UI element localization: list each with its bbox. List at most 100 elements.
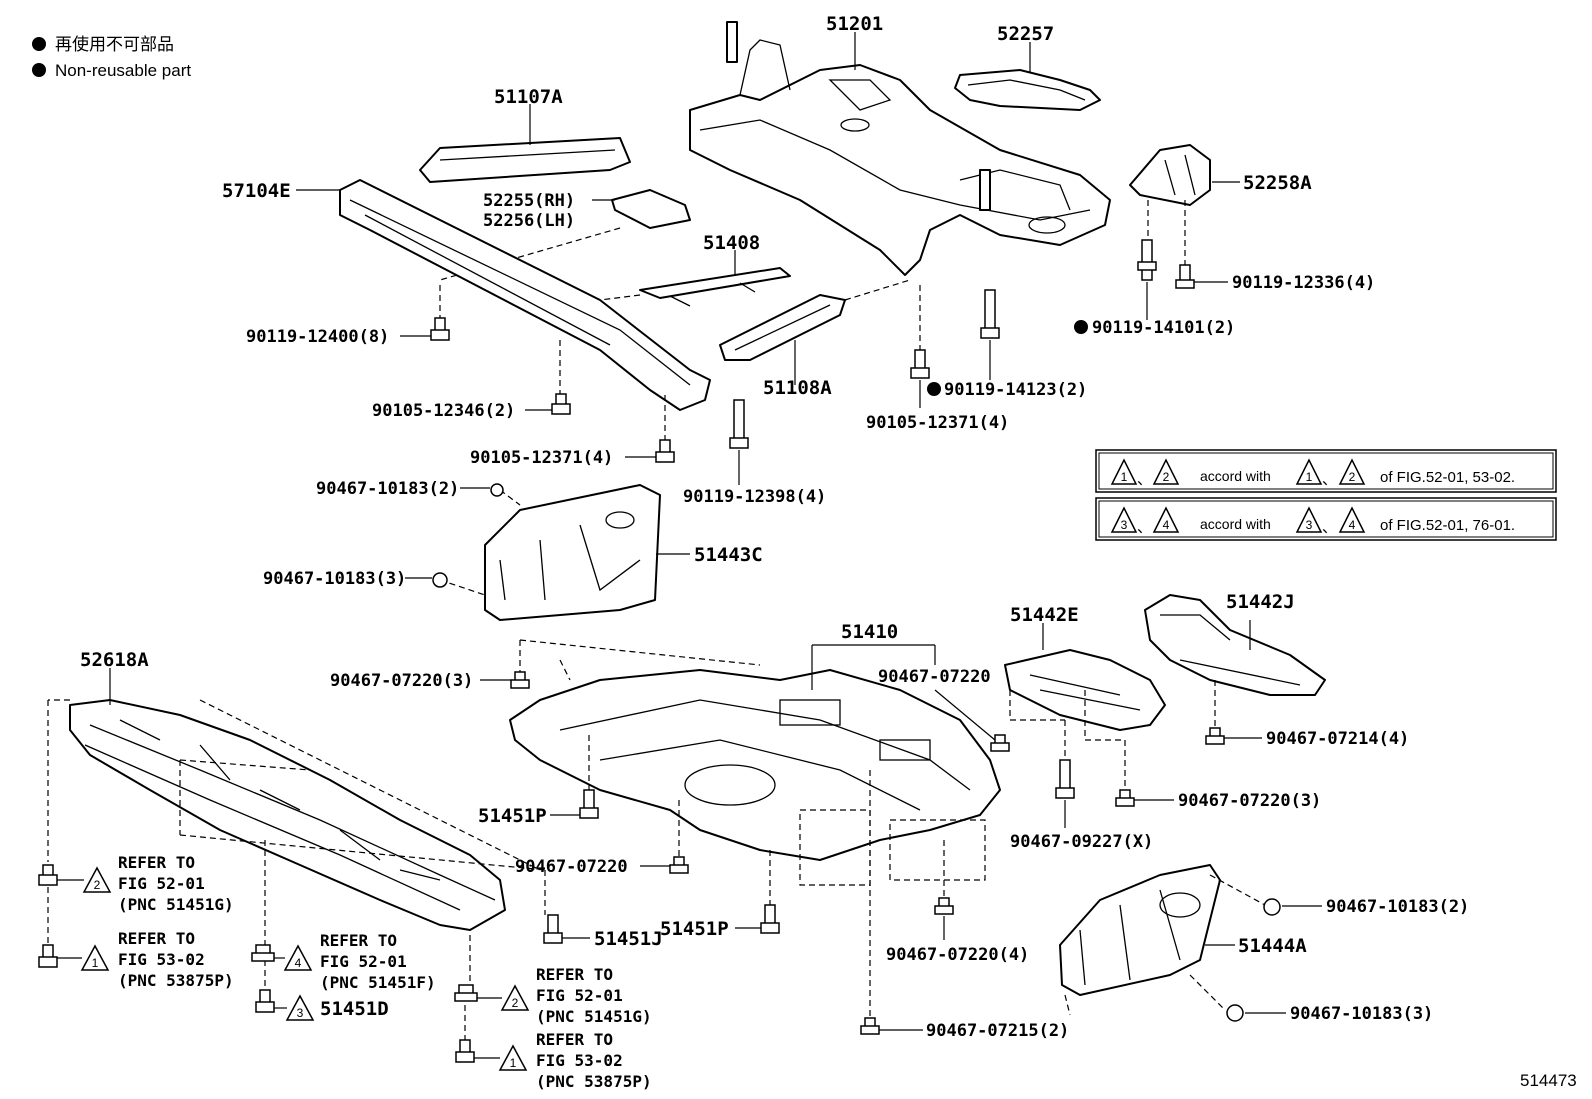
non-reusable-dot-icon: [927, 382, 941, 396]
svg-text:1: 1: [1121, 470, 1128, 484]
part-51410-drawing: [509, 669, 1001, 861]
label-90119-12400: 90119-12400(8): [246, 327, 389, 347]
non-reusable-dot-icon: [32, 63, 46, 77]
label-51107A: 51107A: [494, 86, 563, 108]
ref-3-line-2: FIG 52-01: [320, 952, 407, 971]
part-52257-drawing: [954, 69, 1101, 111]
ref-3-line-3: (PNC 51451F): [320, 973, 436, 992]
label-90467-07220-3a: 90467-07220(3): [330, 671, 473, 691]
non-reusable-dot-icon: [32, 37, 46, 51]
svg-text:1: 1: [510, 1056, 517, 1070]
label-90467-10183-d: 90467-10183(2): [1326, 897, 1469, 917]
clip-90467-07220-b-icon: [990, 734, 1010, 752]
part-51443C-drawing: [484, 484, 661, 621]
triangle-3-icon: [285, 994, 315, 1021]
ref-4-line-3: (PNC 51451G): [536, 1007, 652, 1026]
svg-text:1: 1: [92, 956, 99, 970]
label-51442E: 51442E: [1010, 604, 1079, 626]
ref-4-line-2: FIG 52-01: [536, 986, 623, 1005]
label-51451D: 51451D: [320, 998, 389, 1020]
clip-90467-07220-e-icon: [1115, 789, 1135, 807]
bolt-51451J-icon: [543, 914, 563, 944]
label-90119-12398: 90119-12398(4): [683, 487, 826, 507]
note-box-1: 1 、 2 accord with 1 、 2 of FIG.52-01, 53…: [1095, 449, 1557, 493]
ref-3-line-1: REFER TO: [320, 931, 397, 950]
clip-90467-09227-icon: [1055, 759, 1075, 799]
legend: 再使用不可部品 Non-reusable part: [32, 34, 191, 80]
part-52255-drawing: [611, 189, 691, 229]
clip-90467-07220-c-icon: [669, 856, 689, 874]
part-57104E-drawing: [339, 179, 711, 411]
label-90119-14101: 90119-14101(2): [1092, 318, 1235, 338]
bolt-51451P-a-icon: [579, 789, 599, 819]
clip-90467-07215-icon: [860, 1017, 880, 1035]
svg-text:4: 4: [1349, 518, 1356, 532]
label-90119-12336: 90119-12336(4): [1232, 273, 1375, 293]
ref-1-line-1: REFER TO: [118, 853, 195, 872]
label-90105-12371-a: 90105-12371(4): [470, 448, 613, 468]
ref-5-line-3: (PNC 53875P): [536, 1072, 652, 1091]
part-51444A-drawing: [1059, 864, 1221, 996]
triangle-1-icon: [1110, 458, 1138, 485]
ref-2-line-1: REFER TO: [118, 929, 195, 948]
bolt-90119-12398-icon: [729, 399, 749, 449]
bolt-51451P-b-icon: [760, 904, 780, 934]
part-52258A-drawing: [1129, 144, 1211, 206]
non-reusable-dot-icon: [1074, 320, 1088, 334]
label-90467-07220-3b: 90467-07220(3): [1178, 791, 1321, 811]
part-51108A-drawing: [719, 294, 846, 361]
note-2-fig: of FIG.52-01, 76-01.: [1380, 517, 1515, 534]
svg-text:、: 、: [1322, 471, 1337, 488]
triangle-4-icon: [1152, 506, 1180, 533]
label-51444A: 51444A: [1238, 935, 1307, 957]
label-90467-07215: 90467-07215(2): [926, 1021, 1069, 1041]
nut-90467-10183-c-icon: [1263, 898, 1281, 916]
clip-ref-5-icon: [455, 1039, 475, 1063]
triangle-1-icon: [498, 1044, 528, 1071]
triangle-3-icon: [1110, 506, 1138, 533]
label-90467-07214: 90467-07214(4): [1266, 729, 1409, 749]
legend-en: Non-reusable part: [55, 61, 191, 80]
label-90467-07220-b: 90467-07220: [515, 857, 628, 877]
part-52618A-drawing: [69, 699, 506, 931]
note-2-accord: accord with: [1200, 516, 1271, 532]
label-90467-09227: 90467-09227(X): [1010, 832, 1153, 852]
legend-ja: 再使用不可部品: [55, 34, 174, 54]
triangle-1-icon: [1295, 458, 1323, 485]
figure-id: 514473: [1520, 1071, 1577, 1090]
part-51442J-drawing: [1144, 594, 1326, 696]
clip-ref-1-icon: [38, 864, 58, 886]
clip-90467-07220-a-icon: [510, 671, 530, 689]
bolt-90105-12371-b-icon: [910, 349, 930, 379]
label-52255: 52255(RH): [483, 191, 575, 211]
bolt-90105-12346-icon: [551, 393, 571, 415]
clip-90467-07220-d-icon: [934, 897, 954, 915]
ref-4-line-1: REFER TO: [536, 965, 613, 984]
label-52618A: 52618A: [80, 649, 149, 671]
label-52257: 52257: [997, 23, 1054, 45]
svg-text:2: 2: [512, 996, 519, 1010]
triangle-2-icon: [1338, 458, 1366, 485]
label-90467-10183-e: 90467-10183(3): [1290, 1004, 1433, 1024]
triangle-4-icon: [1338, 506, 1366, 533]
triangle-2-icon: [82, 866, 112, 893]
bolt-90119-14123-icon: [980, 289, 1000, 339]
svg-text:2: 2: [1349, 470, 1356, 484]
label-51442J: 51442J: [1226, 591, 1295, 613]
label-51451P-b: 51451P: [660, 918, 729, 940]
nut-90467-10183-a-icon: [490, 483, 504, 497]
svg-text:2: 2: [1163, 470, 1170, 484]
label-52256: 52256(LH): [483, 211, 575, 231]
nut-90467-10183-d-icon: [1226, 1004, 1244, 1022]
bolt-90119-12336-icon: [1175, 264, 1195, 289]
svg-text:、: 、: [1137, 471, 1152, 488]
label-90467-07220-a: 90467-07220: [878, 667, 991, 687]
ref-2-line-3: (PNC 53875P): [118, 971, 234, 990]
label-51408: 51408: [703, 232, 760, 254]
note-1-fig: of FIG.52-01, 53-02.: [1380, 469, 1515, 486]
bolt-90119-14101-icon: [1137, 239, 1157, 281]
label-90467-10183-a: 90467-10183(2): [316, 479, 459, 499]
svg-text:3: 3: [1121, 518, 1128, 532]
part-51107A-drawing: [419, 137, 631, 183]
